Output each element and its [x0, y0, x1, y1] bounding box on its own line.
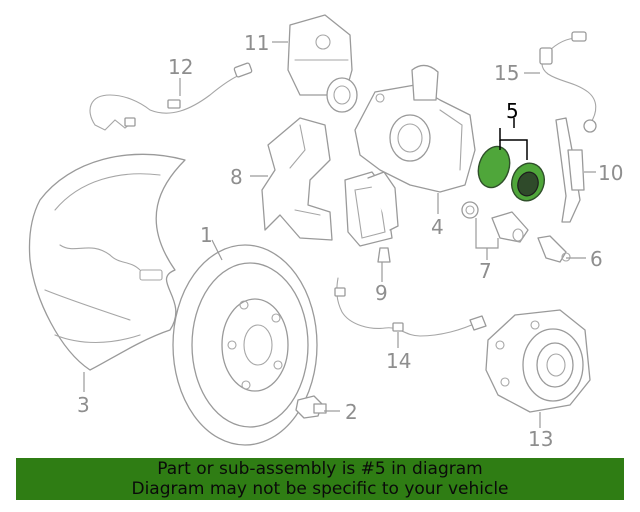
callout-7: 7: [479, 259, 492, 283]
bolt: [295, 395, 327, 419]
callout-3: 3: [77, 393, 90, 417]
banner-line-disclaimer: Diagram may not be specific to your vehi…: [131, 479, 509, 499]
callout-4: 4: [431, 215, 444, 239]
callout-9: 9: [375, 281, 388, 305]
piston-seal-kit: [477, 145, 546, 202]
callout-11: 11: [244, 31, 269, 55]
caliper-bolt: [537, 235, 571, 263]
callout-6: 6: [590, 247, 603, 271]
leader-5: [499, 128, 528, 160]
brake-line: [334, 277, 487, 337]
callout-12: 12: [168, 55, 193, 79]
info-banner: Part or sub-assembly is #5 in diagram Di…: [16, 458, 624, 500]
caliper-motor: [287, 14, 358, 113]
wheel-hub: [485, 309, 591, 413]
callout-14: 14: [386, 349, 411, 373]
dust-shield: [28, 153, 186, 371]
callout-5: 5: [506, 99, 519, 123]
callout-1: 1: [200, 223, 213, 247]
wear-sensor: [89, 62, 253, 131]
caliper-housing: [354, 64, 476, 193]
leader-lines: [83, 41, 596, 428]
brake-rotor: [172, 244, 318, 446]
callout-15: 15: [494, 61, 519, 85]
banner-line-part: Part or sub-assembly is #5 in diagram: [157, 459, 483, 479]
callout-2: 2: [345, 400, 358, 424]
callout-13: 13: [528, 427, 553, 451]
caliper-bracket: [261, 117, 333, 241]
guide-pins: [461, 201, 529, 243]
leader-1: [211, 239, 223, 261]
anti-rattle-clip: [555, 117, 585, 223]
abs-sensor: [539, 31, 597, 133]
brake-pads: [344, 171, 399, 263]
callout-10: 10: [598, 161, 623, 185]
callout-8: 8: [230, 165, 243, 189]
